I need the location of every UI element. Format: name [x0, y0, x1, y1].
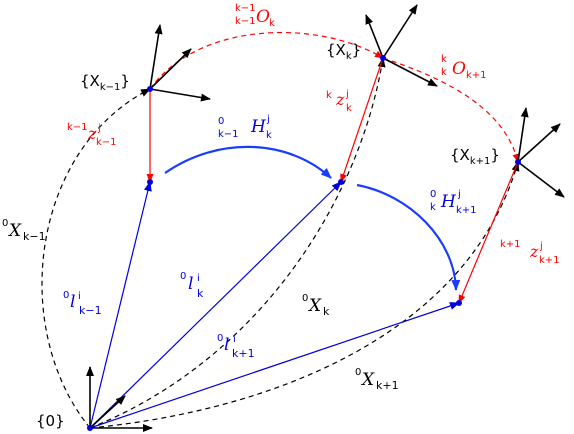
- svg-text:X: X: [307, 296, 322, 316]
- svg-text:l: l: [70, 292, 75, 312]
- svg-text:l: l: [188, 274, 193, 294]
- svg-text:k−1: k−1: [218, 129, 239, 140]
- svg-text:k: k: [197, 287, 204, 300]
- frame-axes-kp1: [517, 107, 565, 198]
- svg-text:k: k: [430, 202, 436, 213]
- svg-text:0: 0: [302, 293, 308, 304]
- svg-text:0: 0: [355, 367, 361, 378]
- label-odometry-kp1: k k O k+1: [441, 54, 487, 81]
- frame-origin-point-origin: [87, 425, 93, 431]
- svg-text:O: O: [452, 59, 466, 79]
- svg-text:k−1: k−1: [235, 3, 256, 14]
- landmark-vector-kp1: [89, 302, 460, 429]
- frame-label-k: {Xk}: [326, 41, 361, 62]
- svg-text:0: 0: [218, 116, 224, 127]
- landmark-vector-km1: [89, 181, 152, 429]
- landmark-point-km1: [147, 179, 153, 185]
- label-pose-x-kp1: 0 X k+1: [355, 367, 399, 392]
- transition-arc-h-kp1: [356, 183, 461, 291]
- frame-axes-origin: [86, 366, 153, 432]
- label-transition-h-k: 0 k−1 H j k: [218, 114, 272, 141]
- label-pose-x-k: 0 X k: [302, 293, 330, 318]
- svg-text:0: 0: [217, 333, 223, 344]
- svg-text:k+1: k+1: [539, 255, 560, 266]
- trajectory-x-kp1: [89, 161, 520, 429]
- odometry-arc-km1-k: [149, 31, 384, 90]
- svg-text:k+1: k+1: [456, 205, 477, 216]
- svg-text:i: i: [197, 273, 200, 284]
- svg-text:k: k: [269, 18, 275, 29]
- frame-axes-km1: [149, 24, 211, 102]
- svg-text:0: 0: [180, 271, 186, 282]
- svg-text:z: z: [335, 90, 345, 109]
- svg-text:i: i: [78, 291, 81, 302]
- frame-label-km1: {Xk−1}: [80, 72, 130, 93]
- svg-text:0: 0: [2, 218, 8, 229]
- frame-origin-point-km1: [147, 86, 153, 92]
- svg-text:k+1: k+1: [376, 379, 399, 392]
- svg-text:k−1: k−1: [235, 16, 256, 27]
- svg-text:k: k: [266, 130, 272, 141]
- label-landmark-l-km1: 0 l i k−1: [63, 290, 102, 317]
- svg-text:j: j: [457, 189, 461, 200]
- frame-label-origin: {0}: [36, 412, 65, 430]
- svg-text:k: k: [326, 90, 332, 101]
- svg-text:z: z: [87, 124, 97, 143]
- svg-text:j: j: [539, 241, 543, 252]
- label-measurement-z-km1: k−1 z j k−1: [67, 122, 117, 148]
- svg-text:0: 0: [430, 189, 436, 200]
- label-measurement-z-kp1: k+1 z j k+1: [500, 239, 560, 266]
- svg-text:k: k: [441, 67, 447, 78]
- label-odometry-k: k−1 k−1 O k: [235, 3, 275, 29]
- measurement-z-kp1: [458, 161, 519, 304]
- svg-text:j: j: [345, 89, 349, 100]
- frame-label-kp1: {Xk+1}: [450, 146, 500, 167]
- measurement-z-k: [340, 57, 384, 183]
- svg-text:k−1: k−1: [67, 122, 88, 133]
- svg-text:k+1: k+1: [232, 347, 255, 360]
- frame-axes-k: [365, 4, 438, 87]
- svg-text:k: k: [346, 103, 352, 114]
- trajectory-x-km1: [41, 88, 151, 429]
- svg-text:k−1: k−1: [79, 304, 102, 317]
- frame-origin-point-k: [380, 55, 386, 61]
- label-transition-h-kp1: 0 k H j k+1: [430, 189, 477, 216]
- svg-text:H: H: [440, 192, 457, 212]
- transition-arc-h-k: [164, 145, 332, 179]
- svg-text:k−1: k−1: [96, 137, 117, 148]
- svg-text:k+1: k+1: [466, 70, 487, 81]
- svg-text:z: z: [529, 242, 539, 261]
- trajectory-x-k: [89, 57, 386, 429]
- svg-text:k+1: k+1: [500, 239, 521, 250]
- svg-text:l: l: [224, 335, 229, 355]
- landmark-vector-k: [89, 181, 342, 429]
- svg-text:k: k: [323, 305, 330, 318]
- landmark-point-kp1: [456, 300, 462, 306]
- svg-text:j: j: [266, 114, 270, 125]
- label-measurement-z-k: k z j k: [326, 89, 352, 114]
- svg-text:k: k: [441, 54, 447, 65]
- svg-text:j: j: [97, 123, 101, 134]
- label-landmark-l-kp1: 0 l i k+1: [217, 333, 255, 360]
- label-landmark-l-k: 0 l i k: [180, 271, 204, 300]
- svg-text:O: O: [256, 7, 270, 27]
- svg-text:X: X: [360, 370, 375, 390]
- svg-text:X: X: [7, 221, 22, 241]
- landmark-point-k: [338, 179, 344, 185]
- frame-origin-point-kp1: [515, 159, 521, 165]
- svg-text:0: 0: [63, 290, 69, 301]
- svg-text:i: i: [233, 334, 236, 345]
- svg-text:k−1: k−1: [23, 230, 46, 243]
- label-pose-x-km1: 0 X k−1: [2, 218, 46, 243]
- svg-text:H: H: [250, 117, 267, 137]
